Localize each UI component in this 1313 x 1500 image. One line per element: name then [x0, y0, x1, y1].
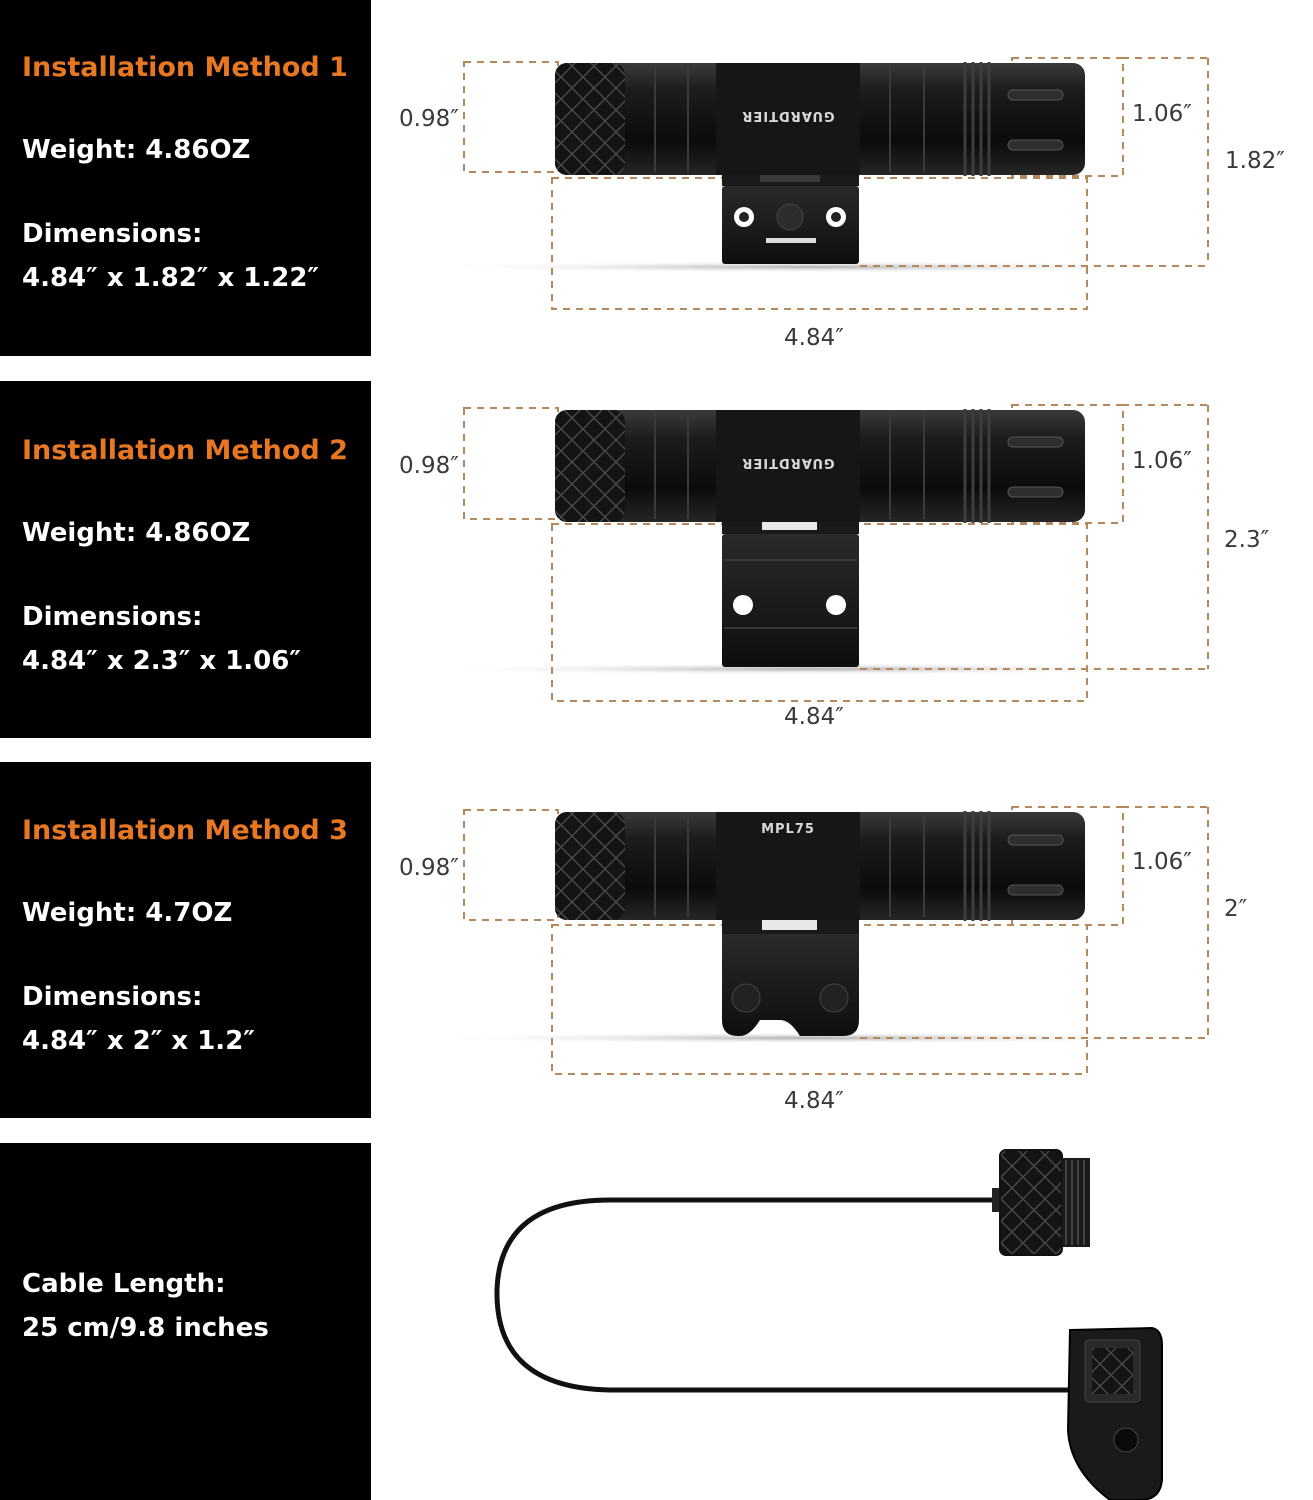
method-3-dimensions-label: Dimensions: — [22, 982, 203, 1012]
fig3-height-dim: 2″ — [1224, 896, 1248, 922]
fig1-height-dim: 1.82″ — [1225, 148, 1285, 174]
brand-label: GUARDTIER — [741, 108, 834, 123]
floor-shadow — [410, 261, 1210, 273]
fig3-head-dim: 0.98″ — [399, 855, 459, 881]
method-1-panel: Installation Method 1 Weight: 4.86OZ Dim… — [0, 0, 371, 356]
floor-shadow — [410, 663, 1210, 675]
cable-wire — [494, 1197, 1078, 1393]
flashlight: MPL75 — [555, 811, 1085, 921]
fig2-length-dim: 4.84″ — [784, 704, 844, 730]
fig1-tail-dim: 1.06″ — [1132, 101, 1192, 127]
flashlight: GUARDTIER — [555, 62, 1085, 176]
method-2-title: Installation Method 2 — [22, 435, 348, 466]
method-1-title: Installation Method 1 — [22, 52, 348, 83]
cable-length-label: Cable Length: — [22, 1269, 226, 1299]
mount — [722, 168, 859, 264]
method-2-dimensions-value: 4.84″ x 2.3″ x 1.06″ — [22, 646, 301, 676]
product-illustrations: GUARDTIER — [410, 57, 1210, 1500]
brand-label: GUARDTIER — [741, 455, 834, 470]
floor-shadow — [410, 1032, 1210, 1044]
method-3-weight: Weight: 4.7OZ — [22, 898, 233, 928]
method-3-panel: Installation Method 3 Weight: 4.7OZ Dime… — [0, 762, 371, 1118]
fig2-tail-dim: 1.06″ — [1132, 448, 1192, 474]
brand-label: MPL75 — [761, 822, 815, 837]
method-2-panel: Installation Method 2 Weight: 4.86OZ Dim… — [0, 381, 371, 738]
fig1-head-dim: 0.98″ — [399, 106, 459, 132]
method-2-dimensions-label: Dimensions: — [22, 602, 203, 632]
pressure-switch-cable — [494, 1149, 1163, 1500]
method-1-dimensions-label: Dimensions: — [22, 219, 203, 249]
flashlight: GUARDTIER — [555, 409, 1085, 523]
method-2-weight: Weight: 4.86OZ — [22, 518, 251, 548]
method-3-title: Installation Method 3 — [22, 815, 348, 846]
mount — [722, 918, 859, 1036]
method-1-dimensions-value: 4.84″ x 1.82″ x 1.22″ — [22, 263, 320, 293]
fig2-head-dim: 0.98″ — [399, 453, 459, 479]
method-3-dimensions-value: 4.84″ x 2″ x 1.2″ — [22, 1026, 255, 1056]
cable-panel: Cable Length: 25 cm/9.8 inches — [0, 1143, 371, 1500]
figure-2: GUARDTIER — [410, 404, 1210, 702]
mount — [722, 516, 859, 667]
fig2-height-dim: 2.3″ — [1224, 527, 1270, 553]
figure-3: MPL75 — [410, 806, 1210, 1075]
fig3-length-dim: 4.84″ — [784, 1088, 844, 1114]
cable-length-value: 25 cm/9.8 inches — [22, 1313, 269, 1343]
fig3-tail-dim: 1.06″ — [1132, 849, 1192, 875]
figure-1: GUARDTIER — [410, 57, 1210, 310]
fig1-length-dim: 4.84″ — [784, 325, 844, 351]
method-1-weight: Weight: 4.86OZ — [22, 135, 251, 165]
